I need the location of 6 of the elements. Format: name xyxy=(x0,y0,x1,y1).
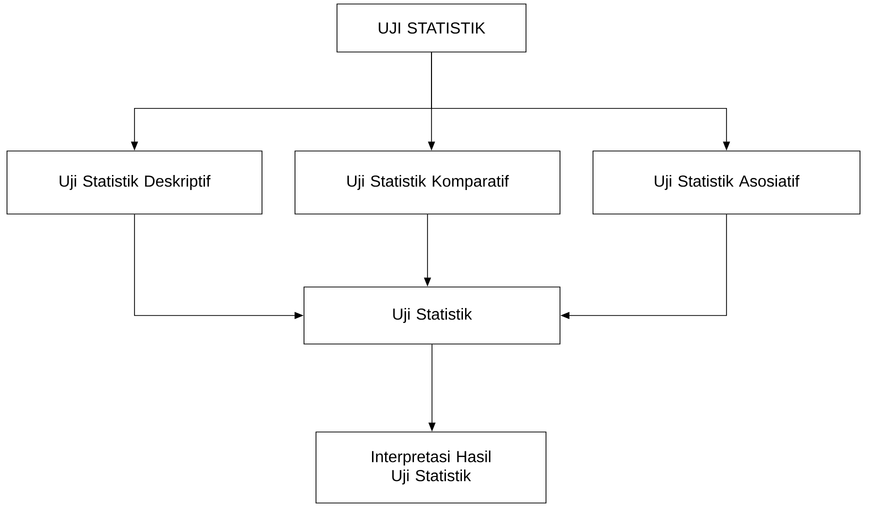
process-box: Uji Statistik xyxy=(304,286,560,344)
process-box: Uji Statistik Deskriptif xyxy=(6,150,262,214)
process-box: Uji Statistik Komparatif xyxy=(294,150,560,214)
process-box: Uji Statistik Asosiatif xyxy=(592,150,860,214)
process-box: Interpretasi Hasil Uji Statistik xyxy=(316,432,546,504)
process-box: UJI STATISTIK xyxy=(336,4,526,52)
